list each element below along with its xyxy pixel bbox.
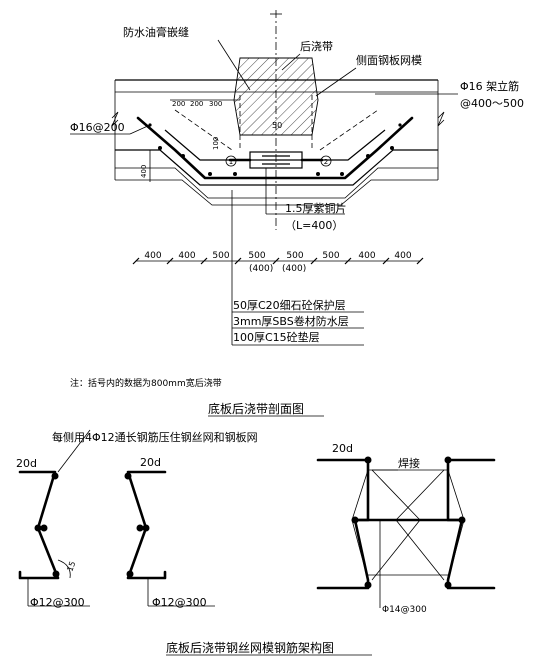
dimension-label: 500 (322, 251, 339, 261)
label-side-mesh-form: 侧面钢板网模 (356, 53, 422, 67)
label-bottom-bar: Φ16@200 (70, 121, 125, 134)
frame-title: 底板后浇带钢丝网模钢筋架构图 (166, 640, 334, 655)
label-copper-plate: 1.5厚紫铜片 (285, 201, 347, 215)
label-support-spacing: @400～500 (460, 97, 524, 110)
label-copper-length: （L=400） (285, 219, 343, 232)
layer-sbs: 3mm厚SBS卷材防水层 (233, 314, 349, 328)
layer-stack: 50厚C20细石砼保护层 3mm厚SBS卷材防水层 100厚C15砼垫层 (231, 190, 364, 346)
circle-2-label: 2 (324, 158, 328, 166)
layer-protective: 50厚C20细石砼保护层 (233, 298, 346, 312)
dim-200-b: 200 (190, 100, 203, 108)
dimension-tick (310, 257, 318, 265)
note-text: 注：括号内的数据为800mm宽后浇带 (70, 377, 222, 389)
dimension-tick (344, 257, 352, 265)
dimension-tick (272, 257, 280, 265)
dimension-label: 400 (358, 251, 375, 261)
rebar-frame-label: Φ14@300 (382, 605, 427, 615)
dimension-tick (382, 257, 390, 265)
label-support-bar: Φ16 架立筋 (460, 79, 519, 93)
weld-label: 焊接 (398, 456, 420, 470)
section-title: 底板后浇带剖面图 (208, 401, 304, 416)
dim-100: 100 (212, 137, 220, 150)
dim-sub-left: (400) (249, 264, 273, 274)
dimension-tick (200, 257, 208, 265)
label-20d-right: 20d (332, 442, 353, 455)
label-20d-left: 20d (16, 457, 37, 470)
dimension-tick (416, 257, 424, 265)
dimension-tick (234, 257, 242, 265)
rebar-right-label: Φ12@300 (152, 596, 207, 609)
label-post-pour-strip: 后浇带 (300, 40, 333, 53)
dimension-label: 400 (178, 251, 195, 261)
dimension-label: 500 (248, 251, 265, 261)
dimension-tick (132, 257, 140, 265)
label-20d-middle: 20d (140, 456, 161, 469)
dimension-label: 500 (286, 251, 303, 261)
dim-300: 300 (209, 100, 222, 108)
circle-1-label: 1 (229, 158, 233, 166)
left-zigzag-frames: 15 (18, 429, 167, 580)
frame-header: 每侧用4Φ12通长钢筋压住钢丝网和钢板网 (52, 430, 258, 444)
dim-200-a: 200 (172, 100, 185, 108)
rebar-left-label: Φ12@300 (30, 596, 85, 609)
dim-sub-right: (400) (282, 264, 306, 274)
dimension-label: 400 (394, 251, 411, 261)
copper-waterstop (228, 151, 324, 169)
dimension-chain: 400 400 500 500 500 500 400 400 (132, 251, 424, 265)
angle-15: 15 (65, 560, 77, 573)
dim-400-vertical: 400 (140, 165, 148, 178)
dimension-tick (166, 257, 174, 265)
rebar-dots (148, 123, 402, 176)
slab-section: 1 2 200 200 300 50 100 400 防水油膏嵌缝 后浇带 侧面… (70, 10, 524, 232)
label-waterproof-sealant: 防水油膏嵌缝 (123, 25, 189, 39)
dimension-label: 500 (212, 251, 229, 261)
layer-cushion: 100厚C15砼垫层 (233, 330, 320, 344)
dimension-label: 400 (144, 251, 161, 261)
right-welded-frame (316, 456, 496, 590)
dim-50: 50 (272, 121, 282, 130)
